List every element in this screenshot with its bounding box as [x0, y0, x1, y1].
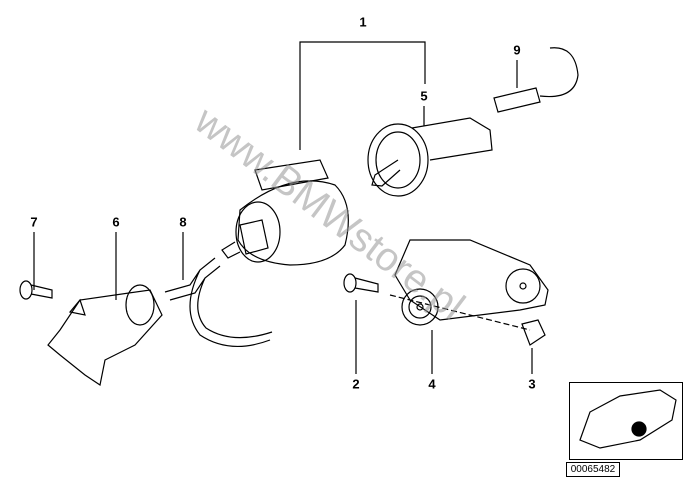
callout-9: 9 [513, 42, 521, 58]
part-lock-cylinder [367, 117, 493, 197]
part-screw-2 [343, 273, 379, 293]
part-actuator [47, 284, 163, 386]
callout-4: 4 [428, 376, 436, 392]
part-connector [493, 47, 579, 113]
car-thumbnail-outline [579, 389, 677, 449]
part-clip [521, 319, 546, 346]
callout-1: 1 [359, 14, 367, 30]
part-bracket [394, 239, 549, 326]
callout-7: 7 [30, 214, 38, 230]
part-hose [164, 257, 273, 348]
part-screw-7 [19, 280, 53, 300]
diagram-code: 00065482 [566, 462, 620, 477]
callout-3: 3 [528, 376, 536, 392]
callout-5: 5 [420, 88, 428, 104]
callout-2: 2 [352, 376, 360, 392]
vehicle-location-thumbnail [569, 382, 683, 460]
leader-lines [33, 41, 533, 374]
callout-8: 8 [179, 214, 187, 230]
part-lock-housing [221, 159, 349, 266]
callout-6: 6 [112, 214, 120, 230]
